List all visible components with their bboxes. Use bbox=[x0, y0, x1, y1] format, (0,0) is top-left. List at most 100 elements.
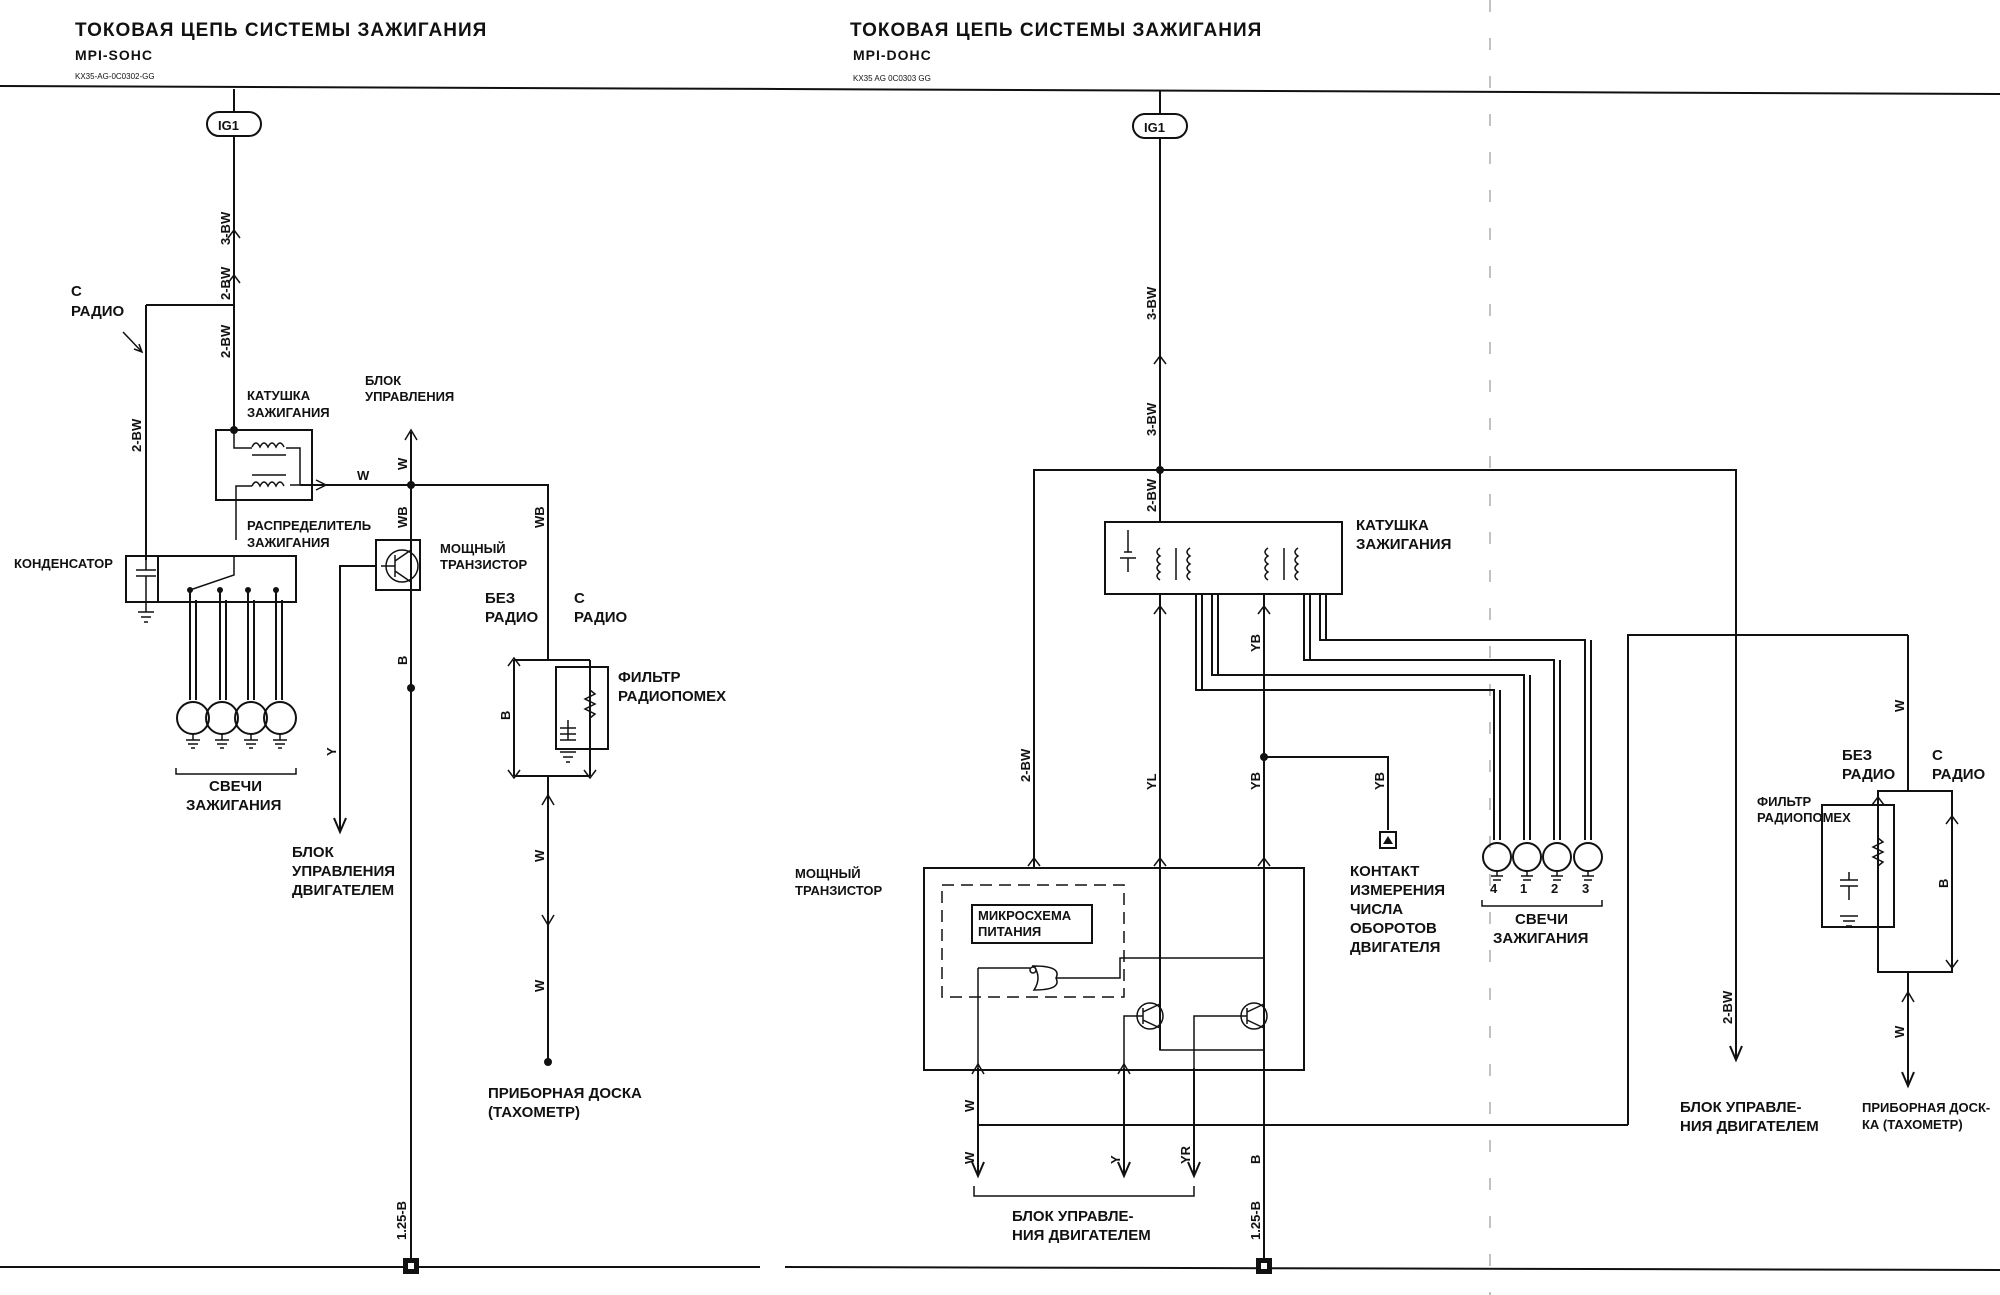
left-subtitle: MPI-SOHC bbox=[75, 47, 153, 63]
distributor-rotor bbox=[189, 556, 235, 591]
plugs-label-right: СВЕЧИ bbox=[1515, 911, 1568, 928]
ignition-coil-right bbox=[1104, 521, 1343, 595]
radio-filter-left bbox=[555, 666, 609, 750]
wire-label: Y bbox=[1108, 1155, 1123, 1164]
spark-plug bbox=[1542, 842, 1572, 872]
wire-label: B bbox=[1248, 1155, 1263, 1164]
spark-plug bbox=[234, 701, 268, 735]
no-radio-label-left: БЕЗ bbox=[485, 590, 515, 607]
contact-label: ДВИГАТЕЛЯ bbox=[1350, 939, 1440, 956]
wire-label: YB bbox=[1248, 634, 1263, 652]
spark-plug bbox=[263, 701, 297, 735]
spark-plug bbox=[205, 701, 239, 735]
wire-label: W bbox=[532, 979, 547, 992]
wire-label: 1.25-B bbox=[394, 1201, 409, 1240]
coil-label-left: КАТУШКА bbox=[247, 388, 311, 403]
wire-label: YR bbox=[1178, 1145, 1193, 1164]
wire-label: W bbox=[1892, 699, 1907, 712]
plug-number: 3 bbox=[1582, 881, 1589, 896]
plug-number: 2 bbox=[1551, 881, 1558, 896]
tach-contact bbox=[1379, 831, 1397, 849]
radio-filter-right bbox=[1821, 804, 1895, 928]
left-diagram: IG1 3-BW 2-BW 2-BW 2-BW С РАДИО КАТУШКА … bbox=[14, 89, 726, 1274]
condenser-label: КОНДЕНСАТОР bbox=[14, 556, 113, 571]
with-radio-label-right: С bbox=[1932, 747, 1943, 764]
filter-label-right: ФИЛЬТР bbox=[1757, 794, 1812, 809]
wire-label: 2-BW bbox=[1720, 990, 1735, 1024]
dash-label-right: ПРИБОРНАЯ ДОСК- bbox=[1862, 1100, 1990, 1115]
right-subtitle: MPI-DOHC bbox=[853, 47, 932, 63]
contact-label: ЧИСЛА bbox=[1350, 901, 1403, 918]
wire-label: YL bbox=[1144, 773, 1159, 790]
wire-label: 2-BW bbox=[1018, 748, 1033, 782]
filter-label-right: РАДИОПОМЕХ bbox=[1757, 810, 1851, 825]
with-radio-label-left: РАДИО bbox=[574, 609, 628, 626]
contact-label: ИЗМЕРЕНИЯ bbox=[1350, 882, 1445, 899]
coil-label-right: КАТУШКА bbox=[1356, 517, 1429, 534]
wire-label: WB bbox=[395, 506, 410, 528]
chip-label: ПИТАНИЯ bbox=[978, 924, 1041, 939]
right-code: KX35 AG 0C0303 GG bbox=[853, 74, 931, 83]
contact-label: ОБОРОТОВ bbox=[1350, 920, 1437, 937]
plugs-label-right: ЗАЖИГАНИЯ bbox=[1493, 930, 1588, 947]
contact-label: КОНТАКТ bbox=[1350, 863, 1419, 880]
transistor-label-left: МОЩНЫЙ bbox=[440, 541, 506, 556]
ig1-label-left: IG1 bbox=[218, 118, 239, 133]
wire-label: W bbox=[962, 1151, 977, 1164]
spark-plug bbox=[1573, 842, 1603, 872]
wire-label: W bbox=[962, 1099, 977, 1112]
wire-label: 2-BW bbox=[218, 324, 233, 358]
transistor-label-left: ТРАНЗИСТОР bbox=[440, 557, 528, 572]
power-transistor-left bbox=[375, 539, 421, 591]
wire-label: YB bbox=[1372, 772, 1387, 790]
transistor-label-right: ТРАНЗИСТОР bbox=[795, 883, 883, 898]
plugs-label-left: СВЕЧИ bbox=[209, 778, 262, 795]
wire-label: W bbox=[357, 468, 370, 483]
wire-label: W bbox=[1892, 1025, 1907, 1038]
top-rail-right bbox=[779, 88, 2000, 95]
right-title: ТОКОВАЯ ЦЕПЬ СИСТЕМЫ ЗАЖИГАНИЯ bbox=[850, 20, 1262, 41]
wire-label: B bbox=[1936, 879, 1951, 888]
ecu-label-right-b: НИЯ ДВИГАТЕЛЕМ bbox=[1680, 1118, 1819, 1135]
no-radio-label-left: РАДИО bbox=[485, 609, 539, 626]
power-chip bbox=[971, 904, 1093, 944]
coil-label-right: ЗАЖИГАНИЯ bbox=[1356, 536, 1451, 553]
wire-label: 3-BW bbox=[218, 211, 233, 245]
dash-label-right: КА (ТАХОМЕТР) bbox=[1862, 1117, 1963, 1132]
right-diagram: IG1 3-BW 3-BW 2-BW 2-BW 2-BW БЛОК УПРАВЛ… bbox=[795, 91, 1990, 1274]
wire-label: B bbox=[395, 656, 410, 665]
filter-label-left: РАДИОПОМЕХ bbox=[618, 688, 726, 705]
filter-label-left: ФИЛЬТР bbox=[618, 669, 681, 686]
dash-label-left: ПРИБОРНАЯ ДОСКА bbox=[488, 1085, 642, 1102]
ecu-top-label-left: БЛОК bbox=[365, 373, 401, 388]
coil-label-left: ЗАЖИГАНИЯ bbox=[247, 405, 330, 420]
ecu-label-left: УПРАВЛЕНИЯ bbox=[292, 863, 395, 880]
with-radio-label-left: С bbox=[574, 590, 585, 607]
distributor-label: РАСПРЕДЕЛИТЕЛЬ bbox=[247, 518, 371, 533]
spark-plug bbox=[176, 701, 210, 735]
wire-label: YB bbox=[1248, 772, 1263, 790]
plug-number: 4 bbox=[1490, 881, 1498, 896]
wire-label: 1.25-B bbox=[1248, 1201, 1263, 1240]
s-radio-label: РАДИО bbox=[71, 303, 125, 320]
transistor-label-right: МОЩНЫЙ bbox=[795, 866, 861, 881]
spark-plug bbox=[1512, 842, 1542, 872]
wire-label: 3-BW bbox=[1144, 402, 1159, 436]
top-rail-left bbox=[0, 85, 781, 90]
wire-label: 3-BW bbox=[1144, 286, 1159, 320]
ecu-label-right-a: БЛОК УПРАВЛЕ- bbox=[1012, 1208, 1134, 1225]
ecu-label-right-b: БЛОК УПРАВЛЕ- bbox=[1680, 1099, 1802, 1116]
ecu-top-label-left: УПРАВЛЕНИЯ bbox=[365, 389, 454, 404]
spark-plug bbox=[1482, 842, 1512, 872]
chip-label: МИКРОСХЕМА bbox=[978, 908, 1072, 923]
wire-label: W bbox=[395, 457, 410, 470]
bottom-rail-right bbox=[784, 1266, 2000, 1271]
dash-label-left: (ТАХОМЕТР) bbox=[488, 1104, 580, 1121]
ecu-label-right-a: НИЯ ДВИГАТЕЛЕМ bbox=[1012, 1227, 1151, 1244]
with-radio-label-right: РАДИО bbox=[1932, 766, 1986, 783]
wire-label: 2-BW bbox=[218, 266, 233, 300]
plug-number: 1 bbox=[1520, 881, 1527, 896]
s-radio-label: С bbox=[71, 283, 82, 300]
spark-plugs-right bbox=[1481, 842, 1603, 907]
